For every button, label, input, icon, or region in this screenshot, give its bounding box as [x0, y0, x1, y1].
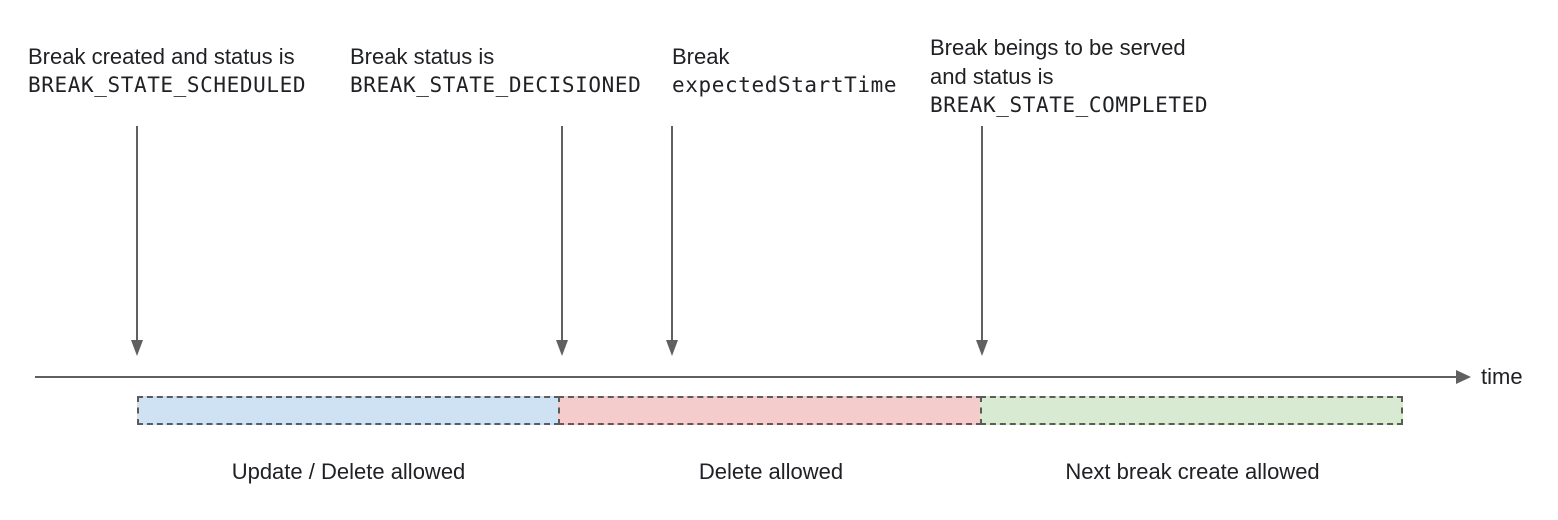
down-arrow-break-decisioned	[561, 126, 563, 342]
annotation-code: expectedStartTime	[672, 73, 898, 97]
annotation-text: Break	[672, 44, 730, 69]
annotation-text: and status is	[930, 64, 1054, 89]
annotation-break-decisioned: Break status is BREAK_STATE_DECISIONED	[350, 42, 641, 100]
segment-next-break-create-allowed	[980, 396, 1403, 425]
annotation-break-completed: Break beings to be served and status is …	[930, 33, 1208, 120]
time-axis-label: time	[1481, 364, 1523, 389]
annotation-text: Break beings to be served	[930, 35, 1186, 60]
annotation-code: BREAK_STATE_DECISIONED	[350, 73, 642, 97]
annotation-code: BREAK_STATE_COMPLETED	[930, 93, 1209, 117]
segment-label-update-delete-allowed: Update / Delete allowed	[231, 459, 466, 484]
down-arrow-expected-start-time	[671, 126, 673, 342]
segment-label-next-break-create-allowed: Next break create allowed	[1065, 459, 1320, 484]
segment-delete-allowed	[558, 396, 982, 425]
down-arrow-break-completed	[981, 126, 983, 342]
down-arrow-break-created	[136, 126, 138, 342]
annotation-text: Break created and status is	[28, 44, 295, 69]
segment-update-delete-allowed	[137, 396, 560, 425]
annotation-expected-start-time: Break expectedStartTime	[672, 42, 897, 100]
timeline-axis	[35, 376, 1456, 378]
segment-label-delete-allowed: Delete allowed	[698, 459, 844, 484]
annotation-text: Break status is	[350, 44, 495, 69]
annotation-break-created: Break created and status is BREAK_STATE_…	[28, 42, 306, 100]
annotation-code: BREAK_STATE_SCHEDULED	[28, 73, 307, 97]
